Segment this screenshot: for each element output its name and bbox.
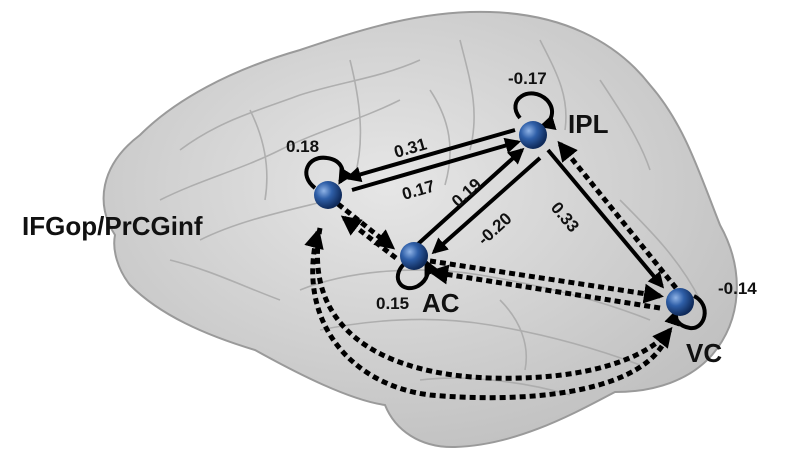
self-loop-ifg [304,155,354,190]
arrow-ac-to-vc-dotted [429,258,664,304]
node-ipl [519,121,547,149]
region-label-vc: VC [686,338,722,368]
arrow-ifg-to-ipl [351,137,522,192]
self-loop-vc [664,294,707,330]
node-ifg [314,181,342,209]
self-weight-ipl: -0.17 [508,69,547,88]
self-weight-vc: -0.14 [718,279,757,298]
self-loop-ac [396,259,439,290]
region-label-ac: AC [422,288,460,318]
arrow-ipl-to-ifg [344,128,516,183]
node-ac [400,242,428,270]
arrow-ac-to-ipl [416,147,525,246]
region-label-ipl: IPL [568,109,609,139]
arrow-ifg-to-ac-dotted [336,202,396,250]
arrow-ac-to-ifg-dotted [340,215,398,260]
node-vc [666,288,694,316]
self-weight-ifg: 0.18 [286,137,319,156]
arrow-vc-to-ac-dotted [428,264,661,311]
arrow-vc-to-ifg-dotted [304,228,665,401]
self-loop-ipl [513,91,557,130]
arrow-ipl-to-vc [546,148,665,289]
arrow-ipl-to-ac [431,156,542,255]
arrow-vc-to-ipl-dotted [557,140,678,290]
self-weight-ac: 0.15 [376,294,409,313]
arrow-ifg-to-vc-dotted [315,227,673,381]
region-label-ifg: IFGop/PrCGinf [22,211,203,241]
